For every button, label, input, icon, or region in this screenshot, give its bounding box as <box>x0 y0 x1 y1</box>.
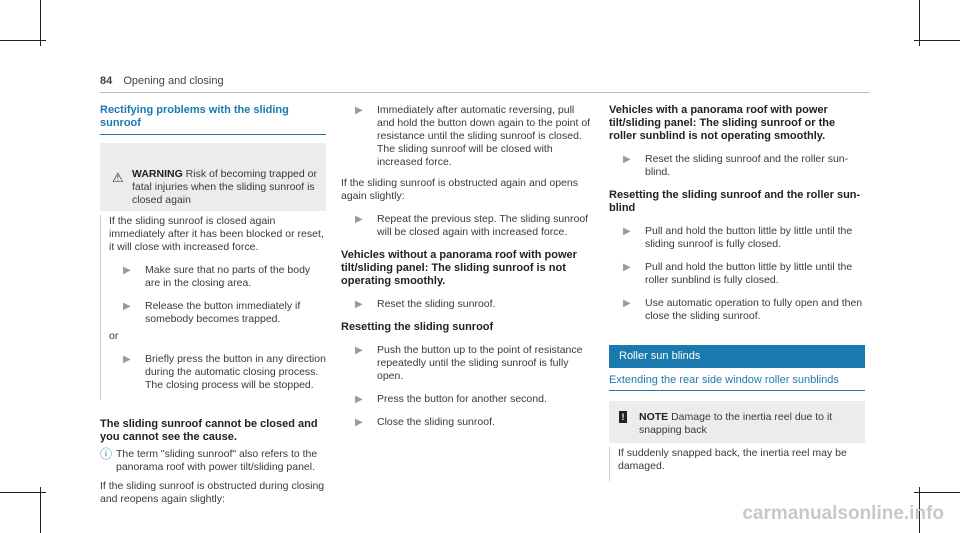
step: ▶ Pull and hold the button little by litt… <box>609 261 865 287</box>
crop-mark <box>919 0 920 46</box>
warning-triangle-icon: ⚠ <box>112 170 124 185</box>
step-text: Release the button immediately if some­b… <box>145 300 301 325</box>
arrow-icon: ▶ <box>123 354 131 365</box>
step: ▶ Repeat the previous step. The sliding s… <box>341 213 591 239</box>
step-text: Reset the sliding sunroof and the roller… <box>645 153 849 178</box>
step-text: Press the button for another second. <box>377 393 547 405</box>
step: ▶ Pull and hold the button little by litt… <box>609 225 865 251</box>
step: ▶ Press the button for another second. <box>341 393 591 406</box>
notice-body: If suddenly snapped back, the inertia re… <box>609 447 865 481</box>
page-header: 84 Opening and closing <box>100 75 224 87</box>
arrow-icon: ▶ <box>623 154 631 165</box>
crop-mark <box>914 40 960 41</box>
subheading: Resetting the sliding sunroof and the ro… <box>609 189 861 214</box>
step: ▶ Use automatic operation to fully open a… <box>609 297 865 323</box>
subheading: Resetting the sliding sunroof <box>341 321 494 333</box>
header-divider <box>100 92 870 93</box>
arrow-icon: ▶ <box>355 394 363 405</box>
crop-mark <box>919 487 920 533</box>
notice-paragraph: If suddenly snapped back, the inertia re… <box>618 447 847 472</box>
step: ▶ Push the button up to the point of resi… <box>341 344 591 383</box>
arrow-icon: ▶ <box>355 345 363 356</box>
step-text: Pull and hold the button little by littl… <box>645 261 853 286</box>
step-text: Reset the sliding sunroof. <box>377 298 496 310</box>
watermark: carmanualsonline.info <box>742 503 944 524</box>
arrow-icon: ▶ <box>623 298 631 309</box>
step: ▶ Release the button immediately if some­… <box>109 300 326 326</box>
or-text: or <box>109 330 119 342</box>
arrow-icon: ▶ <box>355 417 363 428</box>
arrow-icon: ▶ <box>355 299 363 310</box>
arrow-icon: ▶ <box>355 214 363 225</box>
warning-label: WARNING <box>132 168 183 180</box>
step-text: Close the sliding sunroof. <box>377 416 495 428</box>
step-text: Make sure that no parts of the body are … <box>145 264 311 289</box>
step-text: Immediately after automatic reversing, p… <box>377 104 591 168</box>
step-text: Use automatic operation to fully open an… <box>645 297 863 322</box>
paragraph: If the sliding sunroof is obstructed aga… <box>341 177 578 202</box>
crop-mark <box>0 40 46 41</box>
paragraph: If the sliding sunroof is obstructed dur… <box>100 480 325 505</box>
notice-text: Damage to the inertia reel due to it sna… <box>639 411 833 436</box>
column-1: Rectifying problems with the sliding sun… <box>100 104 326 510</box>
section-subtitle: Extending the rear side window roller su… <box>609 374 865 391</box>
step-text: Pull and hold the button little by littl… <box>645 225 853 250</box>
section-heading: Rectifying problems with the sliding sun… <box>100 104 326 135</box>
column-3: Vehicles with a panorama roof with power… <box>609 104 865 481</box>
step-text: Repeat the previous step. The sliding su… <box>377 213 589 238</box>
arrow-icon: ▶ <box>623 262 631 273</box>
step-text: Push the button up to the point of resis… <box>377 344 583 382</box>
arrow-icon: ▶ <box>123 265 131 276</box>
section-title: Opening and closing <box>123 75 224 87</box>
warning-body: If the sliding sunroof is closed again i… <box>100 215 326 400</box>
step: ▶ Immediately after automatic reversing, … <box>341 104 591 169</box>
notice-label: NOTE <box>639 411 669 423</box>
note-text: The term "sliding sunroof" also refers t… <box>116 448 318 473</box>
crop-mark <box>914 492 960 493</box>
crop-mark <box>40 0 41 46</box>
exclamation-icon: ! <box>619 411 627 423</box>
step: ▶ Reset the sliding sunroof. <box>341 298 591 311</box>
section-bar: Roller sun blinds <box>609 345 865 368</box>
info-icon: ⓘ <box>100 447 113 461</box>
arrow-icon: ▶ <box>355 105 363 116</box>
notice-box: ! NOTE Damage to the inertia reel due to… <box>609 401 865 443</box>
warning-text: Risk of becoming trapped or fatal injuri… <box>132 168 317 206</box>
step-text: Briefly press the button in any directio… <box>145 353 326 391</box>
step: ▶ Briefly press the button in any directi… <box>109 353 326 392</box>
step: ▶ Reset the sliding sunroof and the rolle… <box>609 153 865 179</box>
arrow-icon: ▶ <box>123 301 131 312</box>
subheading: Vehicles with a panorama roof with power… <box>609 104 836 142</box>
column-2: ▶ Immediately after automatic reversing, … <box>341 104 591 433</box>
step: ▶ Close the sliding sunroof. <box>341 416 591 429</box>
crop-mark <box>40 487 41 533</box>
page-number: 84 <box>100 75 113 87</box>
warning-box: ⚠ WARNING Risk of becoming trapped or fa… <box>100 143 326 211</box>
arrow-icon: ▶ <box>623 226 631 237</box>
subheading: The sliding sunroof cannot be closed and… <box>100 418 318 443</box>
crop-mark <box>0 492 46 493</box>
subheading: Vehicles without a panorama roof with po… <box>341 249 577 287</box>
warning-heading: WARNING Risk of becoming trapped or fata… <box>132 168 318 207</box>
warning-paragraph: If the sliding sunroof is closed again i… <box>109 215 324 253</box>
step: ▶ Make sure that no parts of the body are… <box>109 264 326 290</box>
